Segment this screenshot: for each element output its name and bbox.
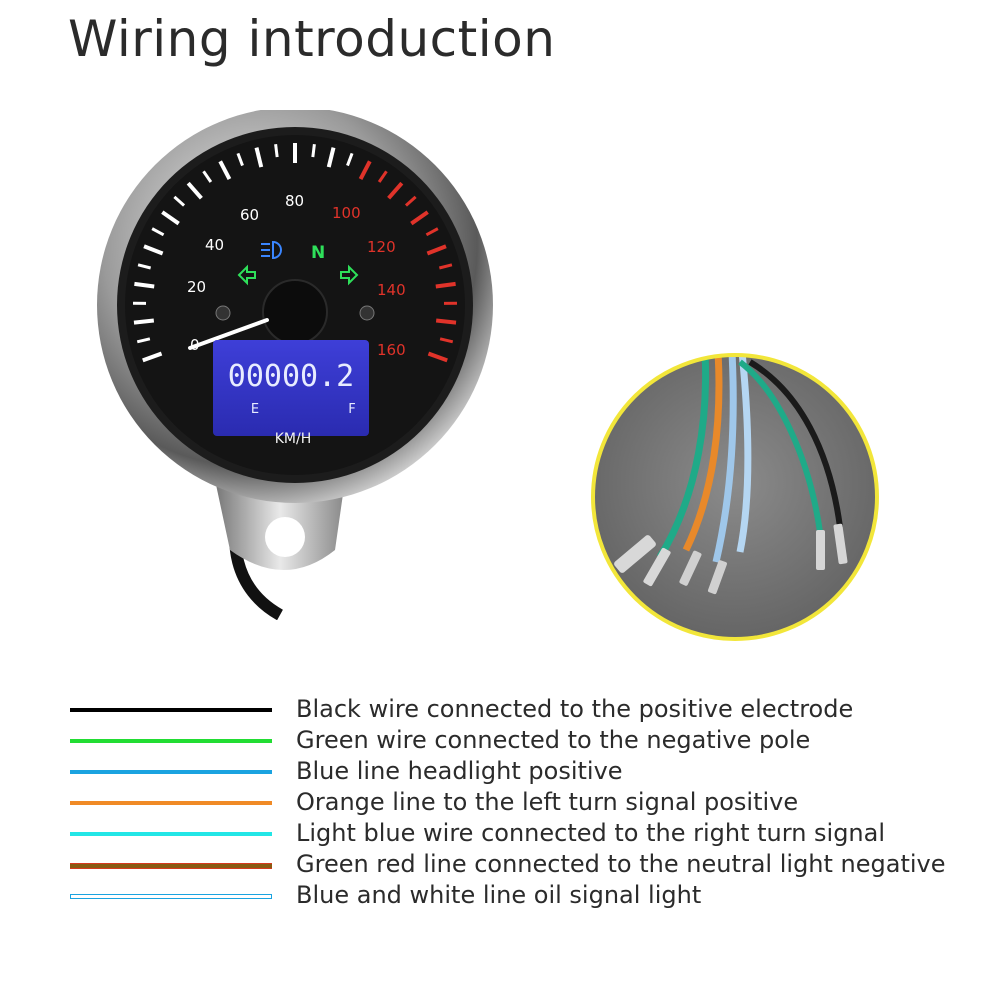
legend-item-orange: Orange line to the left turn signal posi… [68, 787, 968, 818]
tick-mark [377, 170, 388, 183]
tick-mark [426, 244, 447, 256]
tick-mark [404, 195, 417, 207]
tick-mark [137, 263, 152, 270]
legend-line-green [70, 739, 272, 743]
tick-mark [142, 351, 163, 363]
tick-marks [132, 143, 458, 363]
tick-mark [274, 143, 279, 158]
odometer-readout: 00000.2 [228, 359, 354, 394]
tick-mark [427, 351, 448, 363]
scale-label-140: 140 [377, 281, 406, 299]
legend-line-orange [70, 801, 272, 805]
tick-mark [425, 227, 439, 237]
wires-closeup-image [590, 352, 880, 642]
right-screw [359, 305, 375, 321]
tick-mark [358, 160, 372, 180]
right-arrow-icon [340, 264, 359, 286]
tick-mark [387, 181, 404, 200]
legend-line-blue [70, 770, 272, 774]
legend-text-black: Black wire connected to the positive ele… [296, 695, 854, 723]
blue-white-wire [736, 356, 752, 553]
tick-mark [151, 227, 165, 237]
tick-mark [186, 181, 203, 200]
legend-text-green: Green wire connected to the negative pol… [296, 726, 811, 754]
legend-item-blue-white: Blue and white line oil signal light [68, 880, 968, 911]
tick-mark [202, 170, 213, 183]
legend-text-light-blue: Light blue wire connected to the right t… [296, 819, 886, 847]
tick-mark [143, 244, 164, 256]
scale-label-100: 100 [332, 204, 361, 222]
light-blue-wire [712, 356, 737, 563]
tick-mark [326, 147, 336, 168]
headlight-icon [261, 240, 282, 260]
bracket-hole [265, 517, 305, 557]
tick-mark [410, 210, 429, 226]
black-wire [748, 359, 843, 528]
wires-graphic [591, 353, 879, 641]
green-wire [657, 356, 710, 559]
legend-line-green-red [70, 863, 272, 869]
tick-mark [346, 152, 354, 167]
legend-item-green: Green wire connected to the negative pol… [68, 725, 968, 756]
left-arrow-icon [237, 264, 256, 286]
scale-label-40: 40 [205, 236, 224, 254]
highlight-circle [591, 353, 879, 641]
lcd-display [213, 340, 369, 436]
needle [188, 318, 269, 350]
legend-item-green-red: Green red line connected to the neutral … [68, 849, 968, 880]
scale-label-20: 20 [187, 278, 206, 296]
tick-mark [136, 337, 151, 344]
tick-mark [236, 152, 244, 167]
tick-mark [311, 143, 316, 158]
terminal-4 [707, 560, 727, 595]
wire-legend: Black wire connected to the positive ele… [68, 694, 968, 911]
green-wire-right [738, 359, 823, 533]
center-hub [262, 279, 328, 345]
tick-mark [438, 263, 453, 270]
legend-text-green-red: Green red line connected to the neutral … [296, 850, 946, 878]
tick-mark [439, 337, 454, 344]
speedometer-graphic: 0 20 40 60 80 100 120 140 160 N 00000. [97, 107, 493, 621]
tick-mark [254, 147, 264, 168]
scale-label-120: 120 [367, 238, 396, 256]
tick-mark [435, 281, 456, 289]
wire-bundle [614, 356, 848, 595]
legend-item-light-blue: Light blue wire connected to the right t… [68, 818, 968, 849]
tick-mark [134, 281, 155, 289]
terminal-6 [833, 523, 848, 565]
scale-label-160: 160 [377, 341, 406, 359]
neutral-indicator: N [311, 243, 325, 263]
tick-mark [218, 160, 232, 180]
tick-mark [435, 318, 457, 325]
terminal-3 [679, 550, 702, 586]
tick-mark [161, 210, 180, 226]
legend-text-orange: Orange line to the left turn signal posi… [296, 788, 799, 816]
fuel-full-label: F [348, 402, 355, 417]
legend-item-black: Black wire connected to the positive ele… [68, 694, 968, 725]
terminal-5 [816, 530, 825, 570]
orange-wire [682, 356, 723, 552]
left-screw [215, 305, 231, 321]
tick-mark [133, 318, 155, 325]
tick-mark [173, 195, 186, 207]
legend-line-blue-white [70, 894, 272, 899]
unit-label: KM/H [275, 431, 312, 447]
legend-text-blue: Blue line headlight positive [296, 757, 623, 785]
speedometer-image: 0 20 40 60 80 100 120 140 160 N 00000. [95, 107, 495, 621]
legend-text-blue-white: Blue and white line oil signal light [296, 881, 702, 909]
legend-line-light-blue [70, 832, 272, 836]
page-title: Wiring introduction [68, 10, 556, 68]
terminal-2 [643, 547, 671, 587]
fuel-empty-label: E [251, 402, 259, 417]
legend-item-blue: Blue line headlight positive [68, 756, 968, 787]
scale-label-60: 60 [240, 206, 259, 224]
scale-label-80: 80 [285, 192, 304, 210]
terminal-1 [614, 535, 656, 573]
legend-line-black [70, 708, 272, 712]
